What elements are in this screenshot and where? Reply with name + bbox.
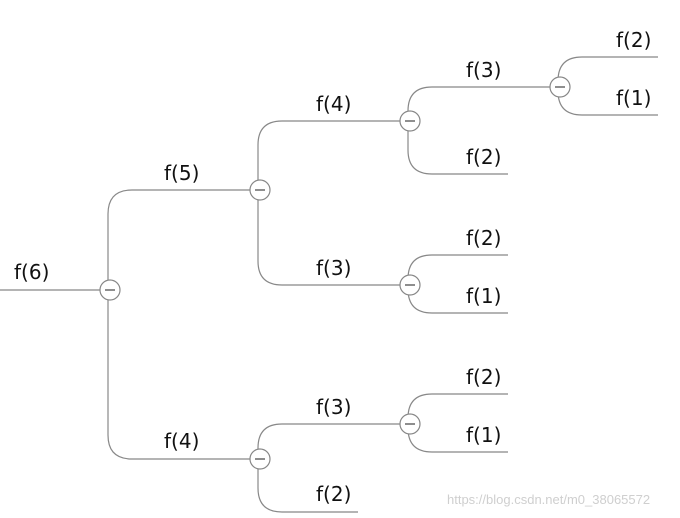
collapse-toggle-icon[interactable] — [399, 110, 421, 132]
tree-edge — [107, 290, 258, 460]
tree-edge — [107, 189, 258, 290]
tree-edge — [257, 459, 358, 513]
tree-edge — [257, 190, 408, 286]
tree-edge — [407, 254, 508, 285]
collapse-toggle-icon[interactable] — [399, 413, 421, 435]
collapse-toggle-icon[interactable] — [249, 179, 271, 201]
tree-edge — [407, 393, 508, 424]
node-label: f(2) — [316, 482, 352, 506]
node-label: f(3) — [316, 256, 352, 280]
node-label: f(1) — [466, 284, 502, 308]
node-label: f(3) — [466, 58, 502, 82]
node-label: f(4) — [316, 92, 352, 116]
collapse-toggle-icon[interactable] — [249, 448, 271, 470]
node-label: f(2) — [466, 226, 502, 250]
collapse-toggle-icon[interactable] — [549, 76, 571, 98]
tree-edge — [257, 423, 408, 459]
node-label: f(1) — [616, 86, 652, 110]
watermark: https://blog.csdn.net/m0_38065572 — [447, 492, 651, 507]
tree-edge — [407, 86, 558, 121]
node-label: f(4) — [164, 429, 200, 453]
node-label: f(2) — [616, 28, 652, 52]
tree-edge — [407, 121, 508, 175]
collapse-toggle-icon[interactable] — [99, 279, 121, 301]
tree-edge — [257, 120, 408, 190]
node-label: f(1) — [466, 423, 502, 447]
node-label: f(3) — [316, 395, 352, 419]
tree-edge — [557, 56, 658, 87]
node-label: f(6) — [14, 260, 50, 284]
collapse-toggle-icon[interactable] — [399, 274, 421, 296]
node-label: f(2) — [466, 365, 502, 389]
node-label: f(2) — [466, 145, 502, 169]
node-label: f(5) — [164, 161, 200, 185]
